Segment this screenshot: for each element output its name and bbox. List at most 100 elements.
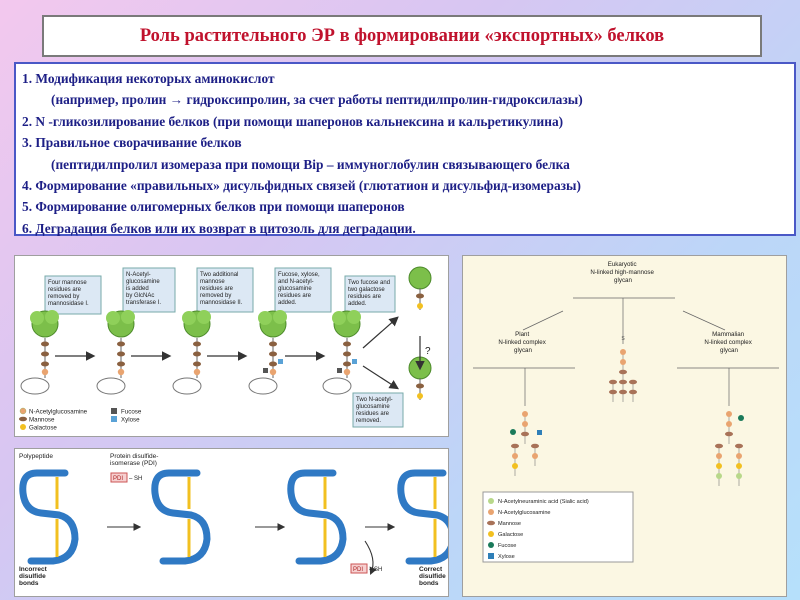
mannose-residue [117, 351, 125, 357]
list-item-3-detail: (пептидилпролил изомераза при помощи Bip… [51, 156, 570, 172]
svg-text:–: – [129, 476, 133, 482]
glycan-comparison-svg: Eukaryotic N-linked high-mannose glycan … [473, 261, 779, 563]
glcnac-residue [41, 368, 49, 376]
plant-label: Plant N-linked complex glycan [498, 331, 547, 354]
svg-text:Four mannose residues ar: Four mannose residues are removed by man… [48, 280, 89, 307]
glycan-comparison-figure: Eukaryotic N-linked high-mannose glycan … [462, 255, 787, 597]
fig1-legend: N-Acetylglucosamine Mannose Galactose Fu… [19, 407, 142, 432]
sugar-residue [736, 453, 742, 459]
svg-text:Mannose: Mannose [498, 521, 521, 527]
sugar-residue [512, 453, 518, 459]
glycan-structures [510, 349, 744, 486]
svg-text:PDI: PDI [113, 476, 123, 482]
protein-chain [96, 377, 126, 395]
xylose-residue [352, 359, 357, 364]
sugar-residue [716, 463, 722, 469]
svg-text:Mannose: Mannose [29, 417, 55, 424]
eukaryotic-label: Eukaryotic N-linked high-mannose glycan [590, 261, 655, 284]
list-item-1-detail: (например, пролин → гидроксипролин, за с… [51, 92, 583, 108]
polypeptide-chain [19, 469, 79, 565]
glycan-processing-svg: Four mannose residues are removed by man… [19, 266, 432, 432]
mammalian-branch-right [735, 443, 743, 486]
mannose-residue [193, 351, 201, 357]
svg-text:S: S [621, 336, 625, 342]
glycan-trees [20, 266, 432, 400]
mannose-residue [609, 379, 617, 385]
list-item-6: 6. Деградация белков или их возврат в ци… [22, 220, 416, 236]
disulfide-figure: Polypeptide Protein disulfide- isomerase… [14, 448, 449, 597]
protein-chain [20, 377, 50, 395]
correct-label: Correct disulfide bonds [419, 566, 448, 587]
mammalian-label: Mammalian N-linked complex glycan [704, 331, 753, 354]
list-item-4: 4. Формирование «правильных» дисульфидны… [22, 178, 581, 194]
glycan-tree-5 [322, 310, 361, 395]
svg-text:Galactose: Galactose [29, 425, 57, 432]
mannose-residue [609, 389, 617, 395]
fold-2 [151, 469, 211, 565]
arrow-5 [362, 316, 399, 349]
svg-text:Xylose: Xylose [498, 554, 515, 560]
svg-text:N-Acetyl- glucosamine: N-Acetyl- glucosamine is added by GlcNAc… [126, 272, 161, 306]
svg-text:–: – [369, 567, 373, 573]
mannose-residue [117, 341, 125, 347]
step-box-1: Four mannose residues are removed by man… [44, 275, 102, 315]
fig2-legend: N-Acetylneuraminic acid (Sialic acid) N-… [482, 491, 634, 563]
fucose-residue [263, 368, 268, 373]
polypeptide-label: Polypeptide [19, 453, 53, 460]
slide-title-text: Роль растительного ЭР в формировании «эк… [139, 25, 665, 46]
step-box-3: Two additional mannose residues are remo… [196, 267, 254, 313]
sugar-residue [736, 463, 742, 469]
mannose-residue [343, 351, 351, 357]
xylose-residue [537, 430, 542, 435]
svg-text:Fucose, xylose, and N-ac: Fucose, xylose, and N-acetyl- glucosamin… [278, 272, 321, 306]
mannose-residue [41, 341, 49, 347]
step-box-4: Fucose, xylose, and N-acetyl- glucosamin… [274, 267, 332, 313]
mannose-residue [521, 431, 529, 437]
list-item-2: 2. N -гликозилирование белков (при помощ… [22, 113, 564, 129]
glycan-processing-figure: Four mannose residues are removed by man… [14, 255, 449, 437]
mannose-residue [619, 369, 627, 375]
arrow-6 [362, 365, 400, 390]
mannose-residue [619, 379, 627, 385]
backbone-atoms: S [621, 336, 625, 342]
protein-chain [248, 377, 278, 395]
sugar-residue [620, 359, 626, 365]
disulfide-svg: Polypeptide Protein disulfide- isomerase… [19, 453, 448, 587]
sugar-residue [736, 473, 742, 479]
mannose-residue [269, 361, 277, 367]
svg-text:SH: SH [374, 567, 382, 573]
protein-chain [322, 377, 352, 395]
mannose-residue [416, 293, 424, 299]
xylose-residue [278, 359, 283, 364]
svg-text:Two fucose and two galac: Two fucose and two galactose residues ar… [348, 280, 392, 307]
peptide-backbones [473, 297, 779, 406]
mannose-residue [511, 443, 519, 449]
svg-text:Fucose: Fucose [121, 409, 142, 416]
galactose-residue [417, 303, 423, 309]
protein-chain [172, 377, 202, 395]
sugar-residue [726, 421, 732, 427]
plant-branch-right [531, 443, 539, 466]
fold-arrows [107, 523, 396, 576]
sugar-residue [522, 411, 528, 417]
slide-title: Роль растительного ЭР в формировании «эк… [42, 15, 762, 57]
eukaryotic-glycan [619, 349, 627, 402]
mammalian-branch-left [715, 443, 723, 486]
mannose-residue [343, 341, 351, 347]
question-mark: ? [425, 346, 431, 357]
pdi-sh-tag: PDI – SH [110, 472, 142, 483]
mannose-residue [735, 443, 743, 449]
glycan-tree-final-1 [408, 266, 432, 310]
fucose-residue [337, 368, 342, 373]
glcnac-residue [343, 368, 351, 376]
polypeptide-folds [19, 469, 448, 565]
sugar-residue [716, 473, 722, 479]
mannose-residue [629, 379, 637, 385]
svg-text:N-Acetylneuraminic acid (Siali: N-Acetylneuraminic acid (Sialic acid) [498, 499, 589, 505]
mannose-residue [343, 361, 351, 367]
fold-1 [19, 469, 79, 565]
galactose-residue [417, 393, 423, 399]
svg-text:Two additional mannose: Two additional mannose residues are remo… [200, 272, 243, 306]
list-item-5: 5. Формирование олигомерных белков при п… [22, 199, 405, 215]
svg-text:Two N-acetyl- glucosamin: Two N-acetyl- glucosamine residues are r… [356, 397, 394, 424]
